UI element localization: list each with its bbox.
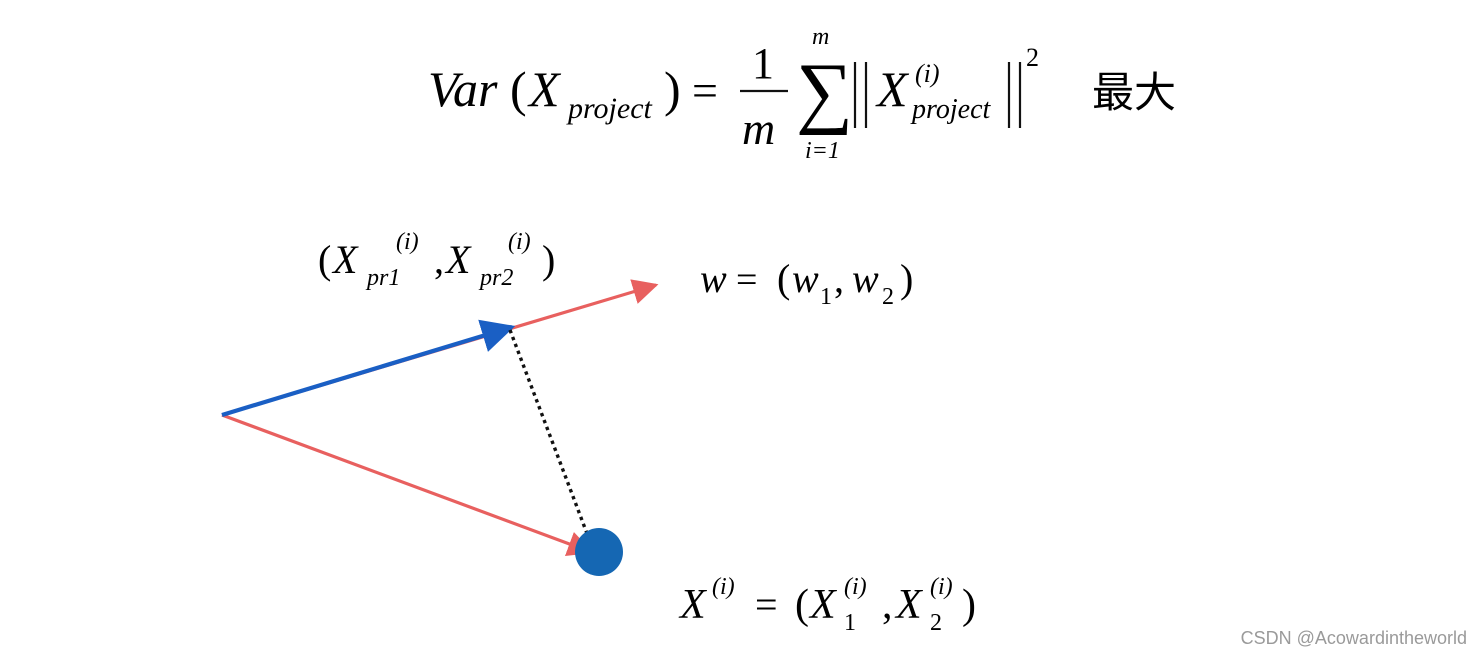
sp-equals: = [755, 582, 778, 627]
sp-comma: , [882, 582, 893, 628]
pp-comma: , [434, 237, 444, 282]
formula-func: Var [428, 61, 498, 117]
sum-upper-limit: m [812, 24, 829, 50]
norm-var: X [875, 61, 910, 117]
sp-x2-sub: 2 [930, 610, 942, 636]
sample-point [575, 528, 623, 576]
formula-frac-num: 1 [752, 39, 774, 88]
sp-open: ( [795, 582, 809, 628]
watermark: CSDN @Acowardintheworld [1240, 628, 1467, 648]
pp-x2: X [444, 237, 472, 282]
pp-x2-sup: (i) [508, 229, 531, 255]
sum-lower-limit: i=1 [805, 138, 840, 164]
pp-close: ) [542, 237, 555, 282]
w1-sub: 1 [820, 284, 832, 310]
norm-sub: project [910, 94, 991, 125]
w1-symbol: w [792, 256, 819, 301]
maximize-label: 最大 [1092, 68, 1176, 117]
sample-vector [221, 413, 594, 556]
formula-frac-den: m [742, 103, 775, 154]
pp-x2-sub: pr2 [478, 265, 513, 291]
sigma-symbol: ∑ [796, 48, 853, 136]
sp-x1-sub: 1 [844, 610, 856, 636]
sp-x1: X [808, 582, 838, 628]
sp-x2: X [894, 582, 924, 628]
w-open: ( [777, 256, 790, 301]
projection-vector [221, 319, 516, 418]
w-equals: = [736, 259, 757, 301]
norm-sup: (i) [915, 59, 940, 88]
pp-x1-sub: pr1 [365, 265, 400, 291]
formula-lhs-sub: project [566, 92, 653, 125]
w-vector-label: w = ( w 1 , w 2 ) [700, 256, 913, 310]
formula-close-paren: ) [664, 61, 681, 117]
perpendicular-dotted-line [508, 329, 596, 553]
variance-formula: Var ( X project ) = 1 m m ∑ i=1 X (i) pr… [428, 24, 1176, 164]
sp-x2-sup: (i) [930, 574, 953, 600]
formula-equals: = [692, 65, 718, 116]
sample-point-label: X (i) = ( X (i) 1 , X (i) 2 ) [678, 574, 976, 636]
sp-close: ) [962, 582, 976, 628]
pp-open: ( [318, 237, 331, 282]
w-symbol: w [700, 256, 727, 301]
formula-lhs-var: X [527, 61, 562, 117]
sp-x1-sup: (i) [844, 574, 867, 600]
norm-power: 2 [1026, 43, 1039, 72]
sp-x: X [678, 582, 708, 628]
sp-x-sup: (i) [712, 574, 735, 600]
w2-sub: 2 [882, 284, 894, 310]
pp-x1: X [331, 237, 359, 282]
w-close: ) [900, 256, 913, 301]
w2-symbol: w [852, 256, 879, 301]
w-comma: , [834, 256, 844, 301]
formula-open-paren: ( [510, 61, 527, 117]
projection-point-label: ( X (i) pr1 , X (i) pr2 ) [318, 229, 555, 291]
pp-x1-sup: (i) [396, 229, 419, 255]
